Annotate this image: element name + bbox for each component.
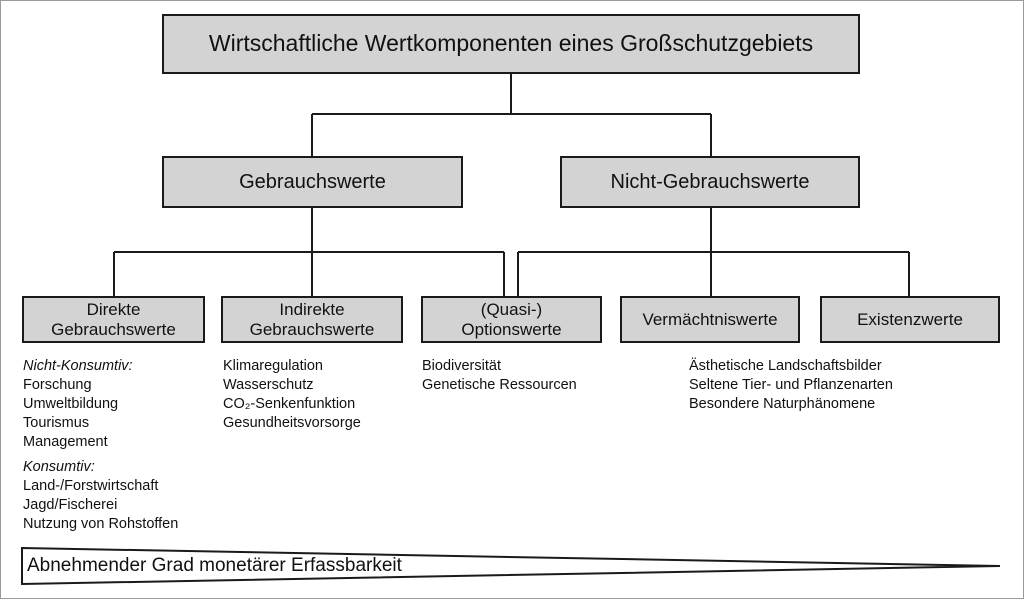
list-item: Genetische Ressourcen [422, 377, 577, 393]
list-item: Wasserschutz [223, 377, 314, 393]
non-use-values-box: Nicht-Gebrauchswerte [560, 156, 860, 208]
connector-root [311, 74, 712, 156]
use-values-label: Gebrauchswerte [239, 170, 386, 193]
root-box: Wirtschaftliche Wertkomponenten eines Gr… [162, 14, 860, 74]
option-values-box: (Quasi-) Optionswerte [421, 296, 602, 343]
direct-use-label-line1: Direkte [86, 300, 141, 320]
list-item: Land-/Forstwirtschaft [23, 478, 159, 494]
list-item: Forschung [23, 377, 92, 393]
list-item: Gesundheitsvorsorge [223, 415, 361, 431]
bequest-values-label: Vermächtniswerte [642, 309, 778, 329]
bequest-values-box: Vermächtniswerte [620, 296, 800, 343]
list-item: Nutzung von Rohstoffen [23, 516, 179, 532]
connector-use [113, 208, 505, 296]
connector-nonuse [517, 208, 910, 296]
list-item: Tourismus [23, 415, 90, 431]
list-item: Biodiversität [422, 358, 501, 374]
option-values-examples: Biodiversität Genetische Ressourcen [422, 357, 577, 395]
direct-use-examples: Nicht-Konsumtiv: Forschung Umweltbildung… [23, 357, 178, 534]
list-item: CO₂-Senkenfunktion [223, 396, 356, 412]
list-item: Klimaregulation [223, 358, 323, 374]
option-values-label-line1: (Quasi-) [480, 300, 543, 320]
use-values-box: Gebrauchswerte [162, 156, 463, 208]
non-use-examples: Ästhetische Landschaftsbilder Seltene Ti… [689, 357, 893, 414]
list-item: Jagd/Fischerei [23, 497, 118, 513]
non-consumptive-heading: Nicht-Konsumtiv: [23, 358, 133, 374]
direct-use-label-line2: Gebrauchswerte [51, 319, 176, 339]
list-item: Umweltbildung [23, 396, 119, 412]
non-use-values-label: Nicht-Gebrauchswerte [610, 170, 810, 193]
indirect-use-label-line1: Indirekte [279, 300, 345, 320]
indirect-use-examples: Klimaregulation Wasserschutz CO₂-Senkenf… [223, 357, 361, 433]
direct-use-box: Direkte Gebrauchswerte [22, 296, 205, 343]
option-values-label-line2: Optionswerte [461, 319, 562, 339]
list-item: Ästhetische Landschaftsbilder [689, 358, 882, 374]
list-item: Seltene Tier- und Pflanzenarten [689, 377, 893, 393]
existence-values-label: Existenzwerte [857, 309, 963, 329]
list-item: Management [23, 434, 108, 450]
indirect-use-label-line2: Gebrauchswerte [249, 319, 375, 339]
existence-values-box: Existenzwerte [820, 296, 1000, 343]
list-item: Besondere Naturphänomene [689, 396, 876, 412]
root-label: Wirtschaftliche Wertkomponenten eines Gr… [208, 30, 814, 57]
scale-label: Abnehmender Grad monetärer Erfassbarkeit [27, 555, 402, 576]
indirect-use-box: Indirekte Gebrauchswerte [221, 296, 403, 343]
consumptive-heading: Konsumtiv: [23, 459, 95, 475]
